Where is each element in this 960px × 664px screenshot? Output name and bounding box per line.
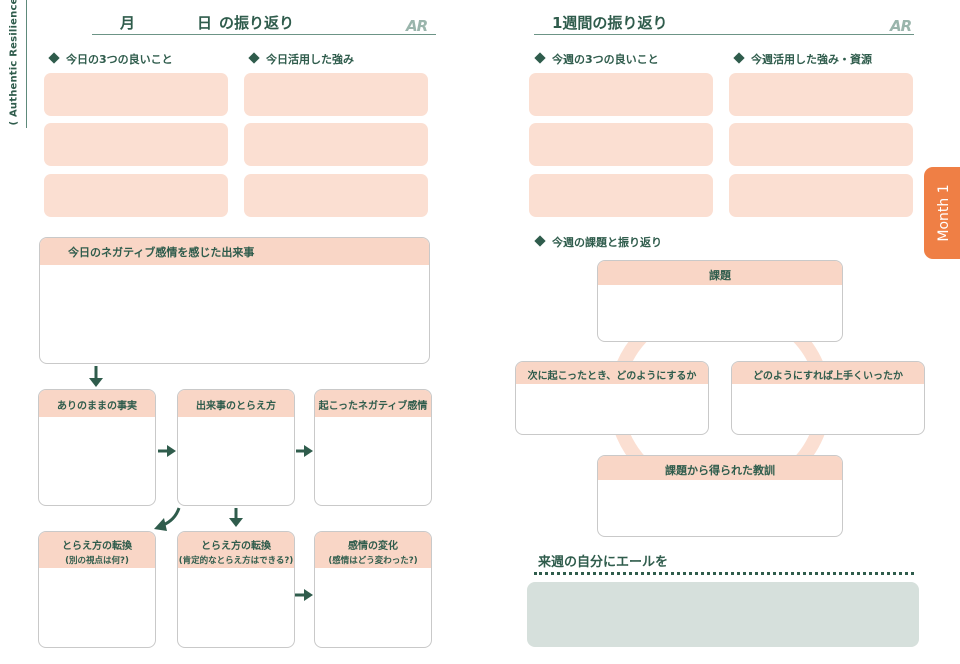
reframe-alt-title: とらえ方の転換 <box>62 541 132 552</box>
month-label: 月 <box>120 14 136 32</box>
cheer-box[interactable] <box>527 582 919 647</box>
good-thing-box-2[interactable] <box>44 123 228 166</box>
reframe-alt-card[interactable]: とらえ方の転換 (別の視点は何?) <box>38 531 156 648</box>
fact-title: ありのままの事実 <box>39 390 155 417</box>
good-thing-box-1[interactable] <box>44 73 228 116</box>
strength-box-3[interactable] <box>244 174 428 217</box>
good-thing-box-3[interactable] <box>44 174 228 217</box>
weekly-good-thing-box-2[interactable] <box>529 123 713 166</box>
cheer-heading: 来週の自分にエールを <box>538 555 669 570</box>
issue-title: 課題 <box>598 261 842 285</box>
emotion-change-title: 感情の変化 <box>348 541 398 552</box>
header-rule <box>92 34 436 35</box>
reframe-positive-card[interactable]: とらえ方の転換 (肯定的なとらえ方はできる?) <box>177 531 295 648</box>
strength-box-2[interactable] <box>244 123 428 166</box>
weekly-strengths-heading: 今週活用した強み・資源 <box>733 51 872 67</box>
arrow-right-icon <box>296 445 313 457</box>
how-better-card[interactable]: どのようにすれば上手くいったか <box>731 361 925 435</box>
weekly-strength-box-1[interactable] <box>729 73 913 116</box>
weekly-good-thing-box-3[interactable] <box>529 174 713 217</box>
negative-event-title: 今日のネガティブ感情を感じた出来事 <box>40 238 429 265</box>
weekly-strength-box-3[interactable] <box>729 174 913 217</box>
negative-event-card[interactable]: 今日のネガティブ感情を感じた出来事 <box>39 237 430 364</box>
lesson-title: 課題から得られた教訓 <box>598 456 842 480</box>
interpretation-title: 出来事のとらえ方 <box>178 390 294 417</box>
negative-emotion-card[interactable]: 起こったネガティブ感情 <box>314 389 432 506</box>
curved-arrow-icon <box>154 507 181 531</box>
logo: AR <box>406 17 428 35</box>
dotted-divider <box>534 572 914 575</box>
strength-box-1[interactable] <box>244 73 428 116</box>
weekly-review-heading: 今週の課題と振り返り <box>534 234 662 250</box>
strengths-heading: 今日活用した強み <box>248 51 354 67</box>
arrow-down-icon <box>89 366 103 387</box>
reframe-alt-subtitle: (別の視点は何?) <box>65 556 129 566</box>
daily-review-title: の振り返り <box>219 14 295 32</box>
weekly-strength-box-2[interactable] <box>729 123 913 166</box>
fact-card[interactable]: ありのままの事実 <box>38 389 156 506</box>
reframe-positive-subtitle: (肯定的なとらえ方はできる?) <box>178 556 294 566</box>
arrow-down-icon <box>229 508 243 527</box>
weekly-good-thing-box-1[interactable] <box>529 73 713 116</box>
negative-emotion-title: 起こったネガティブ感情 <box>315 390 431 417</box>
weekly-good-things-heading: 今週の3つの良いこと <box>534 51 659 67</box>
month-tab[interactable]: Month 1 <box>924 167 960 259</box>
reframe-positive-title: とらえ方の転換 <box>201 541 271 552</box>
next-time-title: 次に起こったとき、どのようにするか <box>516 362 708 384</box>
issue-card[interactable]: 課題 <box>597 260 843 342</box>
lesson-card[interactable]: 課題から得られた教訓 <box>597 455 843 537</box>
good-things-heading: 今日の3つの良いこと <box>48 51 173 67</box>
how-better-title: どのようにすれば上手くいったか <box>732 362 924 384</box>
weekly-review-title: 1週間の振り返り <box>552 14 668 32</box>
header-rule <box>534 34 914 35</box>
arrow-right-icon <box>295 589 313 601</box>
day-label: 日 <box>197 14 213 32</box>
emotion-change-subtitle: (感情はどう変わった?) <box>328 556 418 566</box>
interpretation-card[interactable]: 出来事のとらえ方 <box>177 389 295 506</box>
emotion-change-card[interactable]: 感情の変化 (感情はどう変わった?) <box>314 531 432 648</box>
side-divider <box>26 0 27 128</box>
logo: AR <box>890 17 912 35</box>
next-time-card[interactable]: 次に起こったとき、どのようにするか <box>515 361 709 435</box>
arrow-right-icon <box>158 445 176 457</box>
